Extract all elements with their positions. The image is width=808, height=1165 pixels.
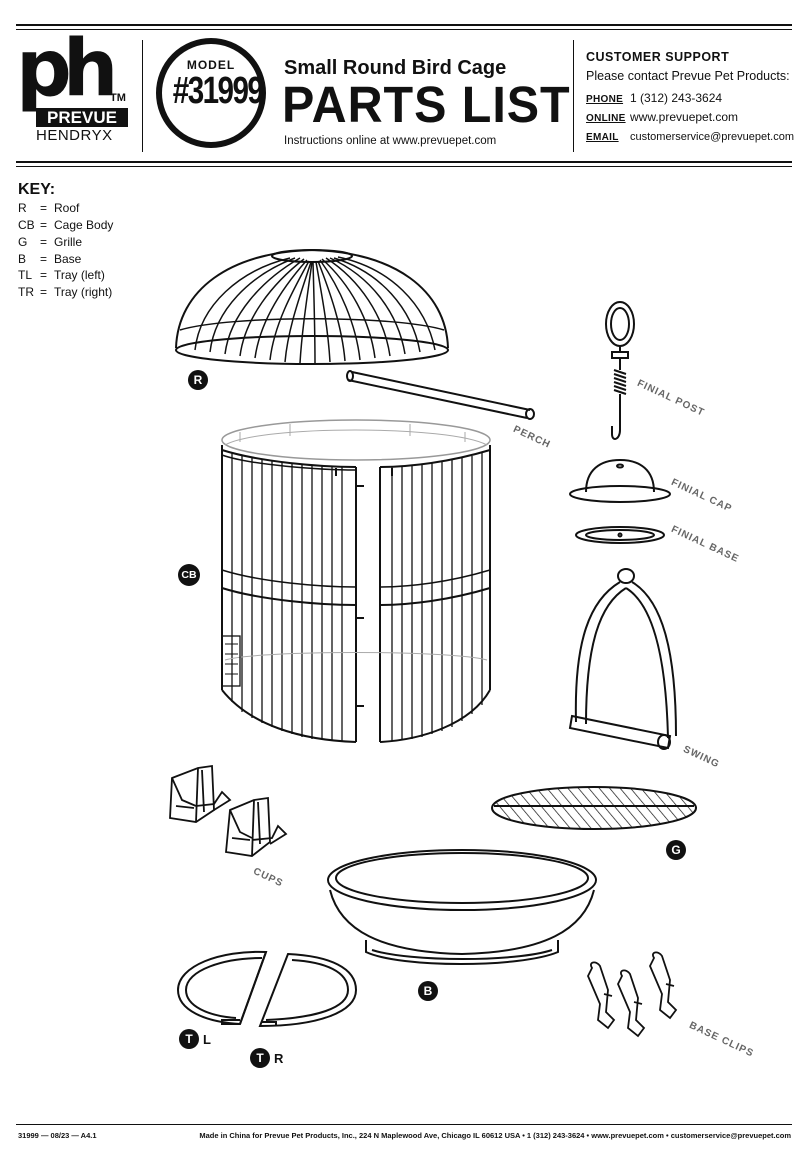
support-email: EMAIL customerservice@prevuepet.com — [586, 129, 794, 143]
key-code: G — [18, 235, 28, 249]
support-phone: PHONE 1 (312) 243-3624 — [586, 91, 722, 105]
support-phone-label: PHONE — [586, 94, 624, 105]
key-row-tray-left: TL = Tray (left) — [18, 268, 105, 282]
support-subtitle: Please contact Prevue Pet Products: — [586, 69, 790, 83]
key-row-tray-right: TR = Tray (right) — [18, 285, 112, 299]
support-email-label: EMAIL — [586, 132, 619, 143]
brand-logo-prevue: PREVUE — [36, 108, 128, 127]
roof-drawing — [175, 248, 449, 365]
key-row-base: B = Base — [18, 252, 81, 266]
support-online: ONLINE www.prevuepet.com — [586, 110, 738, 124]
key-code: B — [18, 252, 27, 266]
product-name: Small Round Bird Cage — [284, 57, 507, 79]
brand-logo-tm: TM — [110, 92, 126, 104]
support-phone-value[interactable]: 1 (312) 243-3624 — [630, 91, 723, 105]
footer-company-info: Made in China for Prevue Pet Products, I… — [199, 1131, 791, 1140]
brand-logo-hendryx: HENDRYX — [36, 127, 113, 144]
key-row-cage-body: CB = Cage Body — [18, 218, 113, 232]
finial-cap-drawing — [569, 458, 671, 503]
support-email-value[interactable]: customerservice@prevuepet.com — [630, 131, 795, 143]
header-bottom-rule — [16, 161, 792, 163]
key-eq: = — [40, 218, 48, 232]
support-online-label: ONLINE — [586, 113, 626, 124]
part-badge-roof: R — [188, 370, 208, 390]
footer-rule — [16, 1124, 792, 1125]
brand-logo-ph: ph — [16, 24, 118, 114]
perch-drawing — [346, 370, 535, 420]
model-badge: MODEL #31999 — [156, 38, 266, 148]
finial-base-drawing — [575, 526, 665, 544]
key-code: R — [18, 201, 27, 215]
finial-post-drawing — [605, 301, 635, 440]
key-code: CB — [18, 218, 35, 232]
swing-drawing — [568, 568, 677, 750]
base-clips-drawing — [587, 951, 678, 1038]
key-eq: = — [40, 268, 48, 282]
header-divider-right — [573, 40, 574, 152]
key-name: Tray (left) — [54, 268, 105, 282]
support-title: CUSTOMER SUPPORT — [586, 50, 730, 64]
header-top-rule-thin — [16, 29, 792, 30]
header-top-rule — [16, 24, 792, 26]
model-label: MODEL — [186, 58, 236, 72]
brand-logo: ph TM PREVUE HENDRYX — [16, 30, 128, 144]
key-eq: = — [40, 201, 48, 215]
instructions-link[interactable]: Instructions online at www.prevuepet.com — [284, 135, 497, 147]
base-drawing — [327, 849, 597, 965]
footer-doc-code: 31999 — 08/23 — A4.1 — [18, 1131, 97, 1140]
model-number: #31999 — [172, 70, 264, 112]
tray-left-drawing — [176, 950, 268, 1026]
key-code: TL — [18, 268, 33, 282]
key-row-grille: G = Grille — [18, 235, 82, 249]
page-title: PARTS LIST — [282, 76, 571, 133]
key-row-roof: R = Roof — [18, 201, 79, 215]
cups-drawing — [169, 764, 288, 857]
key-title: KEY: — [18, 181, 56, 198]
key-name: Base — [54, 252, 82, 266]
key-name: Tray (right) — [54, 285, 113, 299]
key-eq: = — [40, 252, 48, 266]
key-name: Roof — [54, 201, 80, 215]
tray-right-drawing — [258, 952, 358, 1028]
part-badge-tray-right-side: R — [274, 1051, 284, 1066]
part-badge-base: B — [418, 981, 438, 1001]
part-badge-tray-right: T — [250, 1048, 270, 1068]
header-bottom-rule-thin — [16, 166, 792, 167]
key-eq: = — [40, 235, 48, 249]
part-badge-tray-left: T — [179, 1029, 199, 1049]
key-code: TR — [18, 285, 34, 299]
part-badge-cage-body: CB — [178, 564, 200, 586]
header-divider-left — [142, 40, 143, 152]
grille-drawing — [491, 786, 697, 830]
part-badge-grille: G — [666, 840, 686, 860]
key-eq: = — [40, 285, 48, 299]
support-online-value[interactable]: www.prevuepet.com — [630, 110, 739, 124]
key-name: Cage Body — [54, 218, 114, 232]
part-badge-tray-left-side: L — [203, 1032, 211, 1047]
key-name: Grille — [54, 235, 83, 249]
cage-body-drawing — [221, 419, 491, 743]
